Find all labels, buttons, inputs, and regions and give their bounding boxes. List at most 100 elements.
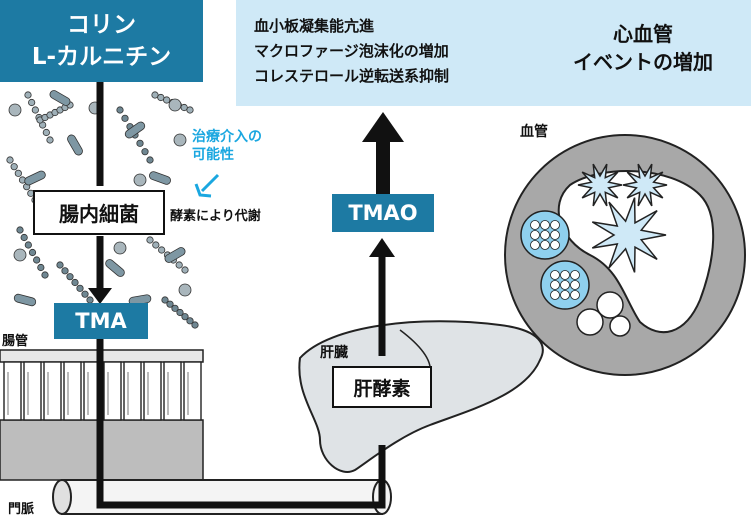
bacteria-chain-cell: [157, 93, 165, 102]
bacteria-rod: [124, 121, 146, 139]
foam-vacuole: [540, 220, 550, 230]
microbiota-label: 腸内細菌: [59, 202, 139, 226]
bacteria-coccus: [178, 283, 192, 297]
nutrient-carnitine: L-カルニチン: [31, 44, 172, 70]
bacteria-chain-cell: [166, 300, 174, 308]
bacteria-chain-cell: [163, 96, 171, 104]
spike-1: [577, 163, 623, 207]
villus: [3, 361, 22, 421]
bacteria-chain-cell: [71, 278, 79, 287]
foam-vacuole: [550, 240, 560, 250]
foam-vacuole: [550, 290, 560, 300]
bacteria-chain-cell: [16, 226, 24, 234]
bacteria-chain-cell: [121, 114, 129, 122]
liver-label: 肝臓: [320, 345, 348, 361]
bacteria-chain-cell: [10, 163, 18, 171]
bacteria-chain-cell: [181, 313, 189, 321]
bacteria-chain-cell: [24, 91, 32, 99]
bacteria-chain-cell: [146, 236, 154, 244]
outcome-line2: イベントの増加: [573, 50, 713, 74]
bacteria-coccus: [113, 241, 127, 255]
blood-vessel-cross-section: [504, 134, 746, 376]
microbiota-box: 腸内細菌: [33, 190, 165, 235]
effect-platelet: 血小板凝集能亢進: [254, 17, 375, 35]
intervention-note: 治療介入の 可能性: [192, 129, 262, 163]
bacteria-coccus: [13, 248, 27, 262]
bacteria-coccus: [173, 133, 187, 147]
bacteria-chain-cell: [24, 241, 32, 249]
enzyme-metabolism-label: 酵素により代謝: [170, 209, 261, 224]
bacteria-rod: [13, 293, 37, 307]
white-cell-2: [576, 308, 604, 336]
bacteria-chain-cell: [151, 91, 159, 99]
foam-vacuole: [560, 270, 570, 280]
effect-macrophage: マクロファージ泡沫化の増加: [254, 42, 449, 60]
bacteria-chain-cell: [180, 103, 188, 112]
bacteria-chain-cell: [6, 156, 14, 164]
tma-box: TMA: [54, 303, 148, 339]
bacteria-chain-cell: [141, 148, 149, 156]
villus: [163, 361, 182, 421]
bacteria-chain-cell: [37, 263, 45, 272]
outcome-text: 心血管 イベントの増加: [548, 20, 738, 76]
villus: [23, 361, 42, 421]
villus: [63, 361, 82, 421]
bacteria-rod: [105, 259, 125, 277]
tmao-label: TMAO: [348, 201, 418, 225]
villus: [123, 361, 142, 421]
liver-enzyme-box: 肝酵素: [332, 366, 432, 408]
bacteria-chain-cell: [186, 106, 194, 114]
intervention-arrow: [194, 173, 220, 198]
bacteria-rod: [24, 170, 46, 186]
villus: [143, 361, 162, 421]
bacteria-rod: [49, 90, 71, 106]
bacteria-chain-cell: [176, 308, 184, 317]
portal-vein-tube: [52, 479, 392, 515]
bacteria-chain-cell: [33, 256, 41, 264]
white-cell-1: [596, 291, 624, 319]
vessel-label: 血管: [520, 124, 548, 140]
tma-label: TMA: [75, 309, 127, 333]
foam-vacuole: [530, 220, 540, 230]
bacteria-chain-cell: [66, 273, 74, 281]
bacteria-chain-cell: [76, 284, 84, 292]
bacteria-chain-cell: [42, 128, 50, 137]
foam-vacuole: [550, 220, 560, 230]
foam-vacuole: [550, 270, 560, 280]
plaque-rupture-icon: [577, 163, 668, 273]
spike-2: [622, 163, 668, 207]
bacteria-chain-cell: [46, 136, 54, 144]
bacteria-chain-cell: [136, 139, 144, 147]
bacteria-chain-cell: [81, 290, 89, 298]
foam-vacuole: [560, 280, 570, 290]
bacteria-chain-cell: [41, 271, 49, 279]
bacteria-chain-cell: [186, 317, 194, 325]
bacteria-chain-cell: [175, 261, 183, 269]
liver-enzyme-label: 肝酵素: [353, 377, 411, 400]
nutrient-choline: コリン: [67, 12, 136, 38]
nutrient-box: コリン L-カルニチン: [0, 0, 203, 82]
bacteria-chain-cell: [56, 261, 64, 269]
foam-vacuole: [550, 280, 560, 290]
bacteria-coccus: [8, 103, 22, 117]
foam-vacuole: [540, 240, 550, 250]
bacteria-coccus: [133, 173, 147, 187]
bacteria-chain-cell: [171, 304, 179, 312]
intestine-label: 腸管: [2, 334, 29, 349]
foam-cells: [520, 210, 631, 337]
bacteria-chain-cell: [161, 296, 169, 304]
bacteria-coccus: [168, 98, 182, 112]
foam-vacuole: [570, 290, 580, 300]
bacteria-chain-cell: [31, 106, 39, 114]
bacteria-rod: [164, 247, 186, 263]
white-cell-3: [609, 315, 631, 337]
bacteria-chain-cell: [20, 233, 28, 242]
spike-3: [591, 197, 667, 273]
bacteria-chain-cell: [14, 169, 22, 177]
villus: [43, 361, 62, 421]
gut-bacteria-cluster: [6, 90, 199, 329]
villus: [103, 361, 122, 421]
bacteria-chain-cell: [28, 248, 37, 257]
foam-vacuole: [570, 280, 580, 290]
